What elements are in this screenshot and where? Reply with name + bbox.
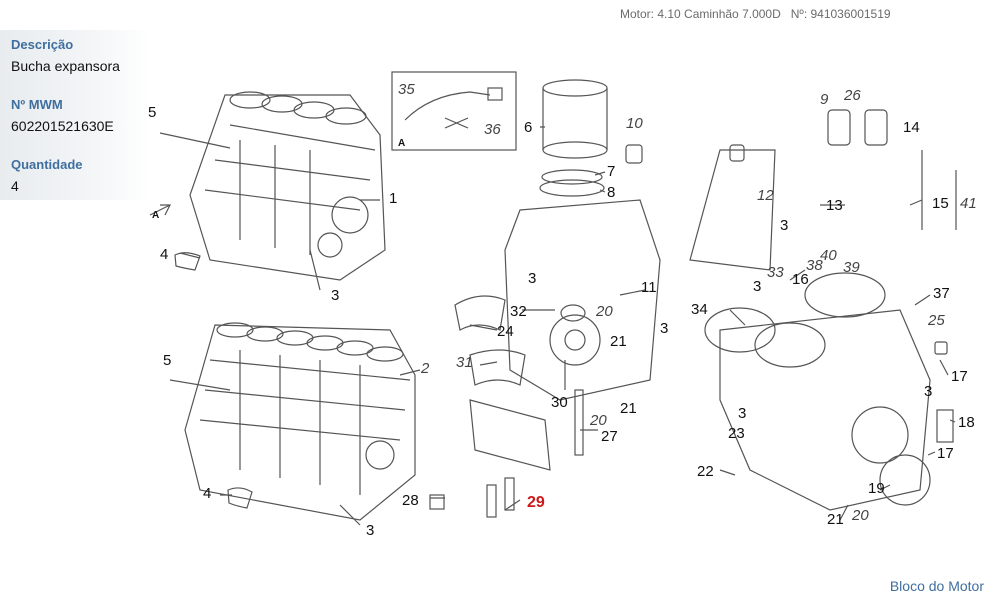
callout-label: 25 bbox=[927, 312, 945, 329]
callout-label: 14 bbox=[903, 119, 920, 136]
view-arrow-label: A bbox=[398, 138, 405, 149]
callout-label: 3 bbox=[780, 217, 788, 234]
callout-label: 32 bbox=[510, 303, 527, 320]
engine-header: Motor: 4.10 Caminhão 7.000D Nº: 941036001… bbox=[620, 7, 891, 21]
callout-label: 18 bbox=[958, 414, 975, 431]
callout-label: 8 bbox=[607, 184, 615, 201]
callout-label: 5 bbox=[163, 352, 171, 369]
callout-label: 30 bbox=[551, 394, 568, 411]
quantity-label: Quantidade bbox=[11, 157, 83, 172]
callout-label: 37 bbox=[933, 285, 950, 302]
callout-label: 21 bbox=[610, 333, 627, 350]
engine-block-1-drawing bbox=[149, 91, 386, 281]
section-link-engine-block[interactable]: Bloco do Motor bbox=[889, 578, 984, 594]
description-label: Descrição bbox=[11, 37, 74, 52]
callout-label: 33 bbox=[767, 264, 784, 281]
callout-label: 39 bbox=[843, 259, 860, 276]
part-info-panel: Descrição Bucha expansora Nº MWM 6022015… bbox=[0, 30, 150, 200]
callout-label: 3 bbox=[753, 278, 761, 295]
callout-label: 13 bbox=[826, 197, 843, 214]
drawing-linework bbox=[149, 71, 957, 526]
callout-label: 15 bbox=[932, 195, 949, 212]
callout-label: 21 bbox=[620, 400, 637, 417]
quantity-value: 4 bbox=[11, 178, 19, 194]
engine-block-2-drawing bbox=[184, 322, 416, 521]
callout-label: 3 bbox=[366, 522, 374, 539]
callout-label: 27 bbox=[601, 428, 618, 445]
callout-label: 20 bbox=[589, 412, 607, 429]
callout-label: 12 bbox=[757, 187, 774, 204]
callout-label: 40 bbox=[820, 247, 837, 264]
callout-label: 28 bbox=[402, 492, 419, 509]
callout-label: 7 bbox=[607, 163, 615, 180]
right-block-drawing bbox=[689, 109, 957, 511]
callout-label: 3 bbox=[660, 320, 668, 337]
callout-label: 26 bbox=[843, 87, 861, 104]
callout-label: 3 bbox=[331, 287, 339, 304]
callout-label: 11 bbox=[641, 279, 657, 296]
view-arrow-label: A bbox=[152, 210, 159, 221]
mwm-number-value: 602201521630E bbox=[11, 118, 114, 134]
callout-label: 4 bbox=[203, 485, 211, 502]
callout-label-selected: 29 bbox=[527, 494, 545, 511]
callout-labels: 5 1 4 3 5 2 4 3 35 36 6 7 8 10 3 11 32 2… bbox=[148, 81, 977, 539]
callout-label: 2 bbox=[420, 360, 430, 377]
callout-label: 19 bbox=[868, 480, 885, 497]
callout-label: 24 bbox=[497, 323, 514, 340]
callout-label: 34 bbox=[691, 301, 708, 318]
description-value: Bucha expansora bbox=[11, 58, 120, 74]
callout-label: 35 bbox=[398, 81, 415, 98]
callout-label: 10 bbox=[626, 115, 643, 132]
callout-label: 17 bbox=[951, 368, 968, 385]
callout-label: 4 bbox=[160, 246, 168, 263]
callout-leader-lines bbox=[159, 126, 956, 526]
callout-label: 3 bbox=[924, 383, 932, 400]
mwm-number-label: Nº MWM bbox=[11, 97, 63, 112]
callout-label: 20 bbox=[595, 303, 613, 320]
sensor-detail-box bbox=[391, 71, 517, 151]
callout-label: 17 bbox=[937, 445, 954, 462]
callout-label: 16 bbox=[792, 271, 809, 288]
callout-label: 22 bbox=[697, 463, 714, 480]
engine-model: Motor: 4.10 Caminhão 7.000D bbox=[620, 7, 781, 21]
callout-label: 21 bbox=[827, 511, 844, 528]
callout-label: 1 bbox=[389, 190, 397, 207]
engine-number: Nº: 941036001519 bbox=[790, 7, 891, 21]
callout-label: 41 bbox=[960, 195, 977, 212]
cylinder-liner-drawing bbox=[539, 79, 643, 197]
callout-label: 36 bbox=[484, 121, 501, 138]
callout-label: 3 bbox=[738, 405, 746, 422]
callout-label: 23 bbox=[728, 425, 745, 442]
callout-label: 38 bbox=[806, 257, 823, 274]
callout-label: 3 bbox=[528, 270, 536, 287]
center-block-drawing bbox=[429, 199, 661, 518]
callout-label: 31 bbox=[456, 354, 473, 371]
callout-label: 20 bbox=[851, 507, 869, 524]
callout-label: 9 bbox=[820, 91, 829, 108]
callout-label: 6 bbox=[524, 119, 532, 136]
callout-label: 5 bbox=[148, 104, 156, 121]
